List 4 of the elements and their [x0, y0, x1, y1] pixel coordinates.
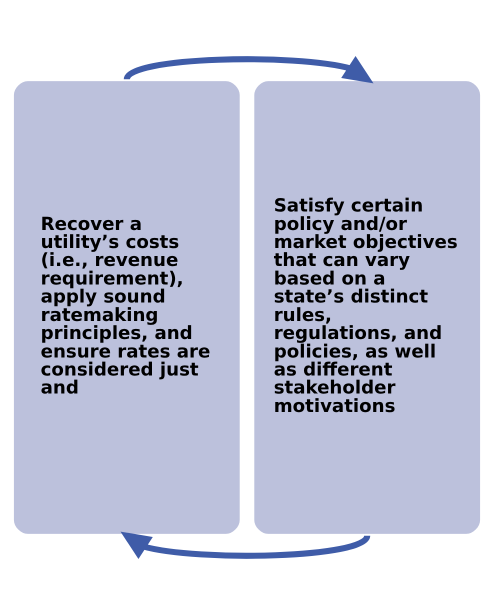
node-box: Satisfy certain policy and/or market objectives that can vary based on a state’s distinct rules, regulations, and policies, as well as different stakeholder motivations	[253, 80, 482, 536]
arrow	[124, 56, 374, 84]
node-box: Recover a utility’s costs (i.e., revenue requirement), apply sound ratemaking principles, and ensure rates are considered just and	[12, 80, 241, 536]
arrow	[120, 532, 370, 559]
